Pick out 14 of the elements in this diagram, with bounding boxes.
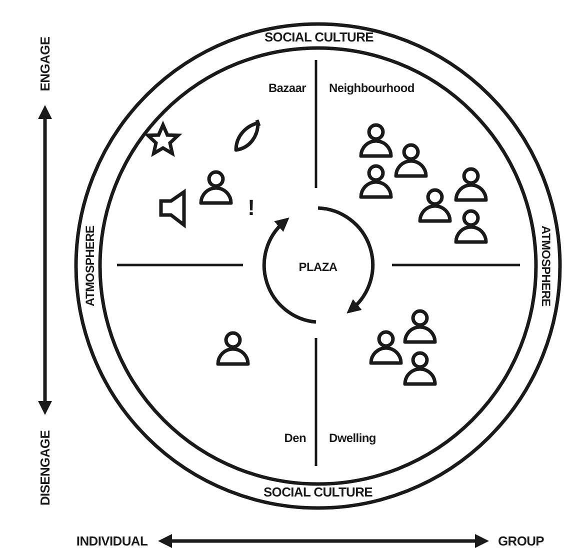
label-text: INDIVIDUAL	[76, 534, 148, 548]
label-text: Neighbourhood	[329, 82, 414, 94]
label-text: GROUP	[498, 534, 544, 548]
label-text: Bazaar	[268, 82, 306, 94]
label-text: SOCIAL CULTURE	[264, 30, 374, 44]
label-text: DISENGAGE	[38, 430, 52, 506]
label-text: ENGAGE	[38, 36, 52, 92]
label-text: PLAZA	[298, 261, 338, 273]
label-text: ATMOSPHERE	[84, 226, 96, 306]
label-text: !	[248, 197, 254, 219]
label-text: ATMOSPHERE	[540, 226, 552, 306]
label-text: Dwelling	[329, 432, 376, 444]
label-text: Den	[284, 432, 306, 444]
label-text: SOCIAL CULTURE	[263, 486, 373, 498]
